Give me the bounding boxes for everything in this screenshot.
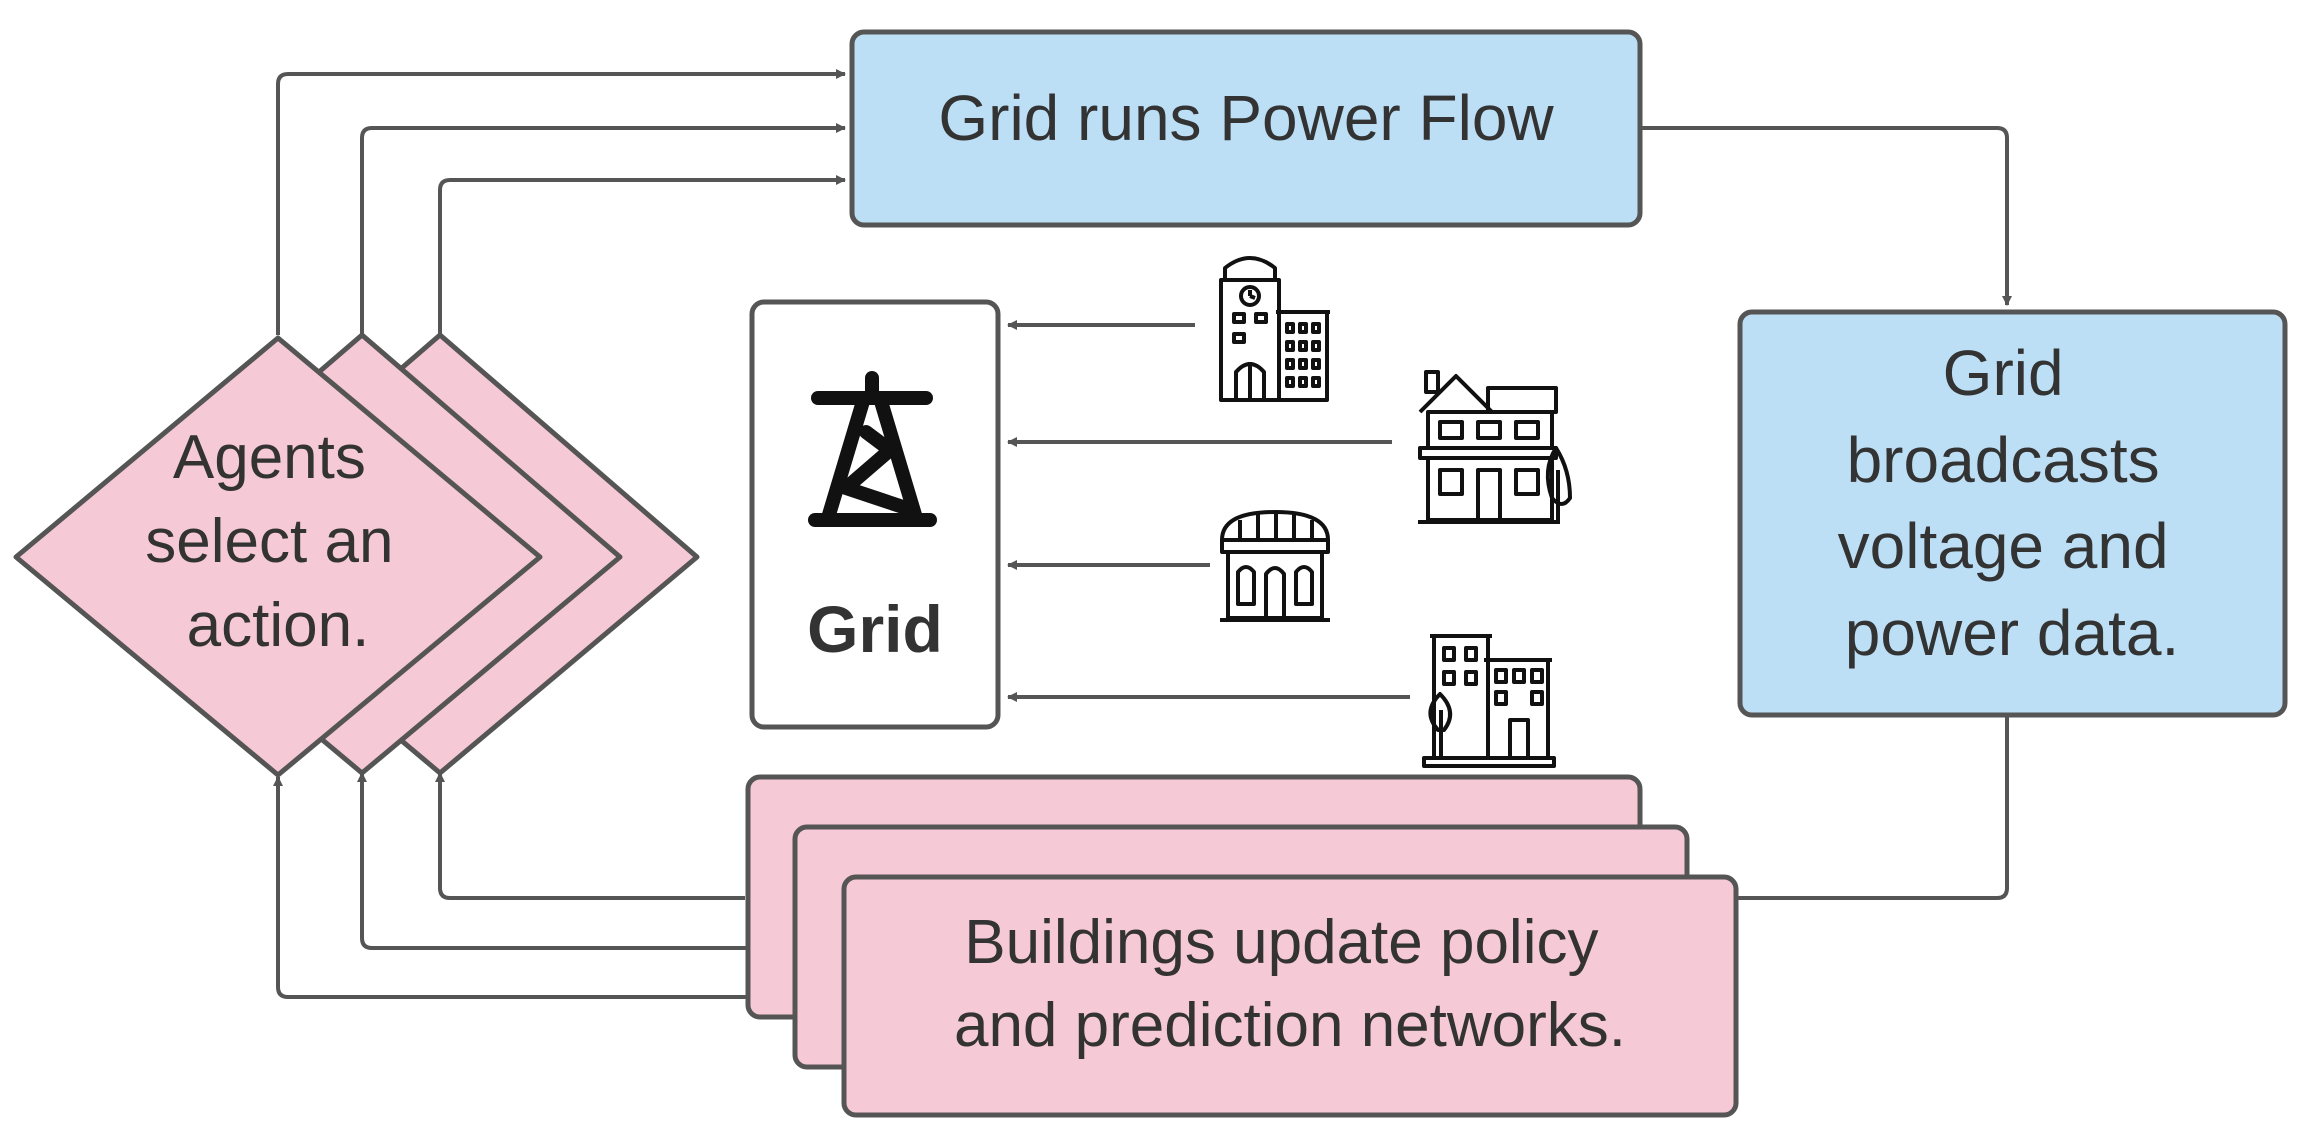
broadcast-line-4: power data. (1845, 597, 2179, 669)
buildings-line-2: and prediction networks. (954, 991, 1626, 1060)
power-flow-node: Grid runs Power Flow (849, 29, 1643, 228)
power-flow-label: Grid runs Power Flow (938, 82, 1554, 154)
arrow-powerflow-to-broadcast (1640, 126, 2012, 306)
house-with-tree-icon (1418, 370, 1572, 524)
buildings-card-1 (841, 874, 1739, 1118)
agents-line-3: action. (187, 591, 370, 660)
shop-storefront-icon (1220, 510, 1330, 622)
broadcast-line-1: Grid (1943, 337, 2064, 409)
arrow-agent2-to-powerflow (360, 123, 846, 335)
arrow-agent3-to-powerflow (438, 175, 846, 335)
agents-node: Agents select an action. (13, 332, 700, 778)
arrow-buildings-to-agent3 (435, 772, 745, 900)
arrow-buildings-to-agent1 (273, 776, 840, 999)
transmission-tower-icon (808, 371, 937, 527)
grid-label: Grid (807, 592, 943, 666)
agent-diamond-1 (13, 335, 543, 778)
svg-text:Grid broadcasts vo: Grid broadcasts voltage and power data. (1838, 337, 2187, 669)
grid-node: Grid (749, 299, 1001, 730)
buildings-line-1: Buildings update policy (964, 908, 1598, 977)
connectors (273, 69, 2012, 999)
line-broadcast-to-buildings (1736, 715, 2009, 900)
broadcast-node: Grid broadcasts voltage and power data. (1737, 309, 2288, 718)
broadcast-line-3: voltage and (1838, 510, 2169, 582)
agents-line-1: Agents (173, 423, 366, 492)
apartment-with-tree-icon (1422, 634, 1556, 768)
arrow-agent1-to-powerflow (276, 69, 846, 335)
agents-line-2: select an (145, 507, 393, 576)
buildings-node: Buildings update policy and prediction n… (745, 774, 1739, 1118)
arrow-buildings-to-agent2 (357, 772, 790, 950)
clock-tower-building-icon (1219, 256, 1330, 402)
svg-text:Buildings update policy: Buildings update policy and prediction n… (954, 908, 1626, 1060)
broadcast-line-2: broadcasts (1847, 424, 2160, 496)
svg-text:Agents select an a: Agents select an action. (145, 423, 410, 660)
